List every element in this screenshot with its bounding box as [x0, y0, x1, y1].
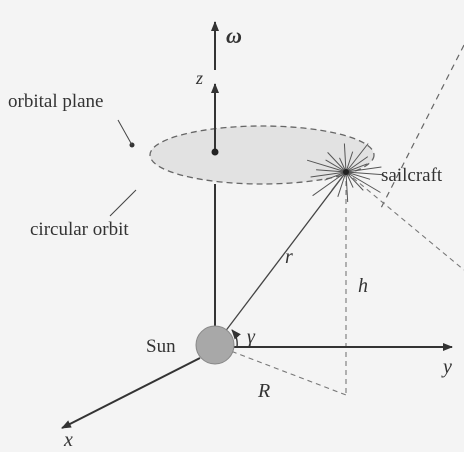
R-label: R	[257, 380, 270, 402]
sailcraft-ray	[306, 159, 347, 173]
sailcraft-ray	[345, 156, 369, 173]
sailcraft-ray	[345, 163, 368, 173]
dashed-guide-line	[379, 44, 464, 211]
orbital-plane-leader	[117, 119, 133, 146]
circular-orbit-label: circular orbit	[30, 219, 129, 240]
dashed-sail-normal	[345, 171, 464, 271]
gamma-label: γ	[247, 326, 256, 348]
omega-label: ω	[226, 23, 242, 48]
sailcraft-ray	[310, 171, 347, 178]
z-axis-label: z	[195, 68, 203, 88]
sailcraft-ray	[345, 171, 384, 176]
sailcraft-dot	[343, 169, 349, 175]
sailcraft-label: sailcraft	[381, 165, 443, 186]
orbit-center-dot	[211, 148, 219, 156]
orbital-plane-label: orbital plane	[8, 91, 104, 112]
sailcraft-ray	[316, 169, 347, 173]
sailcraft-ray	[345, 171, 364, 191]
y-axis-label: y	[441, 356, 452, 378]
sun-label: Sun	[146, 336, 176, 357]
sailcraft-ray	[345, 171, 349, 203]
sun-circle	[195, 325, 235, 365]
sailcraft-ray	[343, 143, 347, 173]
projection-line-R	[214, 344, 347, 396]
sailcraft-ray	[337, 171, 347, 197]
gamma-angle-arc	[231, 329, 241, 348]
r-label: r	[285, 246, 293, 268]
sailcraft-ray	[345, 143, 369, 173]
sailcraft-ray	[345, 171, 371, 180]
sailcraft-ray	[331, 171, 347, 191]
sailcraft-ray	[345, 166, 382, 173]
sailcraft-ray	[324, 171, 347, 181]
sailcraft-ray	[345, 171, 381, 193]
sailcraft-ray	[312, 171, 347, 197]
radius-vector-r	[214, 171, 347, 346]
x-axis	[61, 357, 201, 429]
sailcraft-icon	[306, 143, 384, 203]
orbital-plane-ellipse	[149, 125, 375, 185]
circular-orbit-leader	[109, 189, 137, 217]
sailcraft-ray	[325, 159, 347, 173]
sailcraft-ray	[327, 152, 347, 173]
h-label: h	[358, 275, 368, 297]
x-axis-label: x	[63, 429, 73, 451]
sailcraft-ray	[345, 151, 354, 173]
